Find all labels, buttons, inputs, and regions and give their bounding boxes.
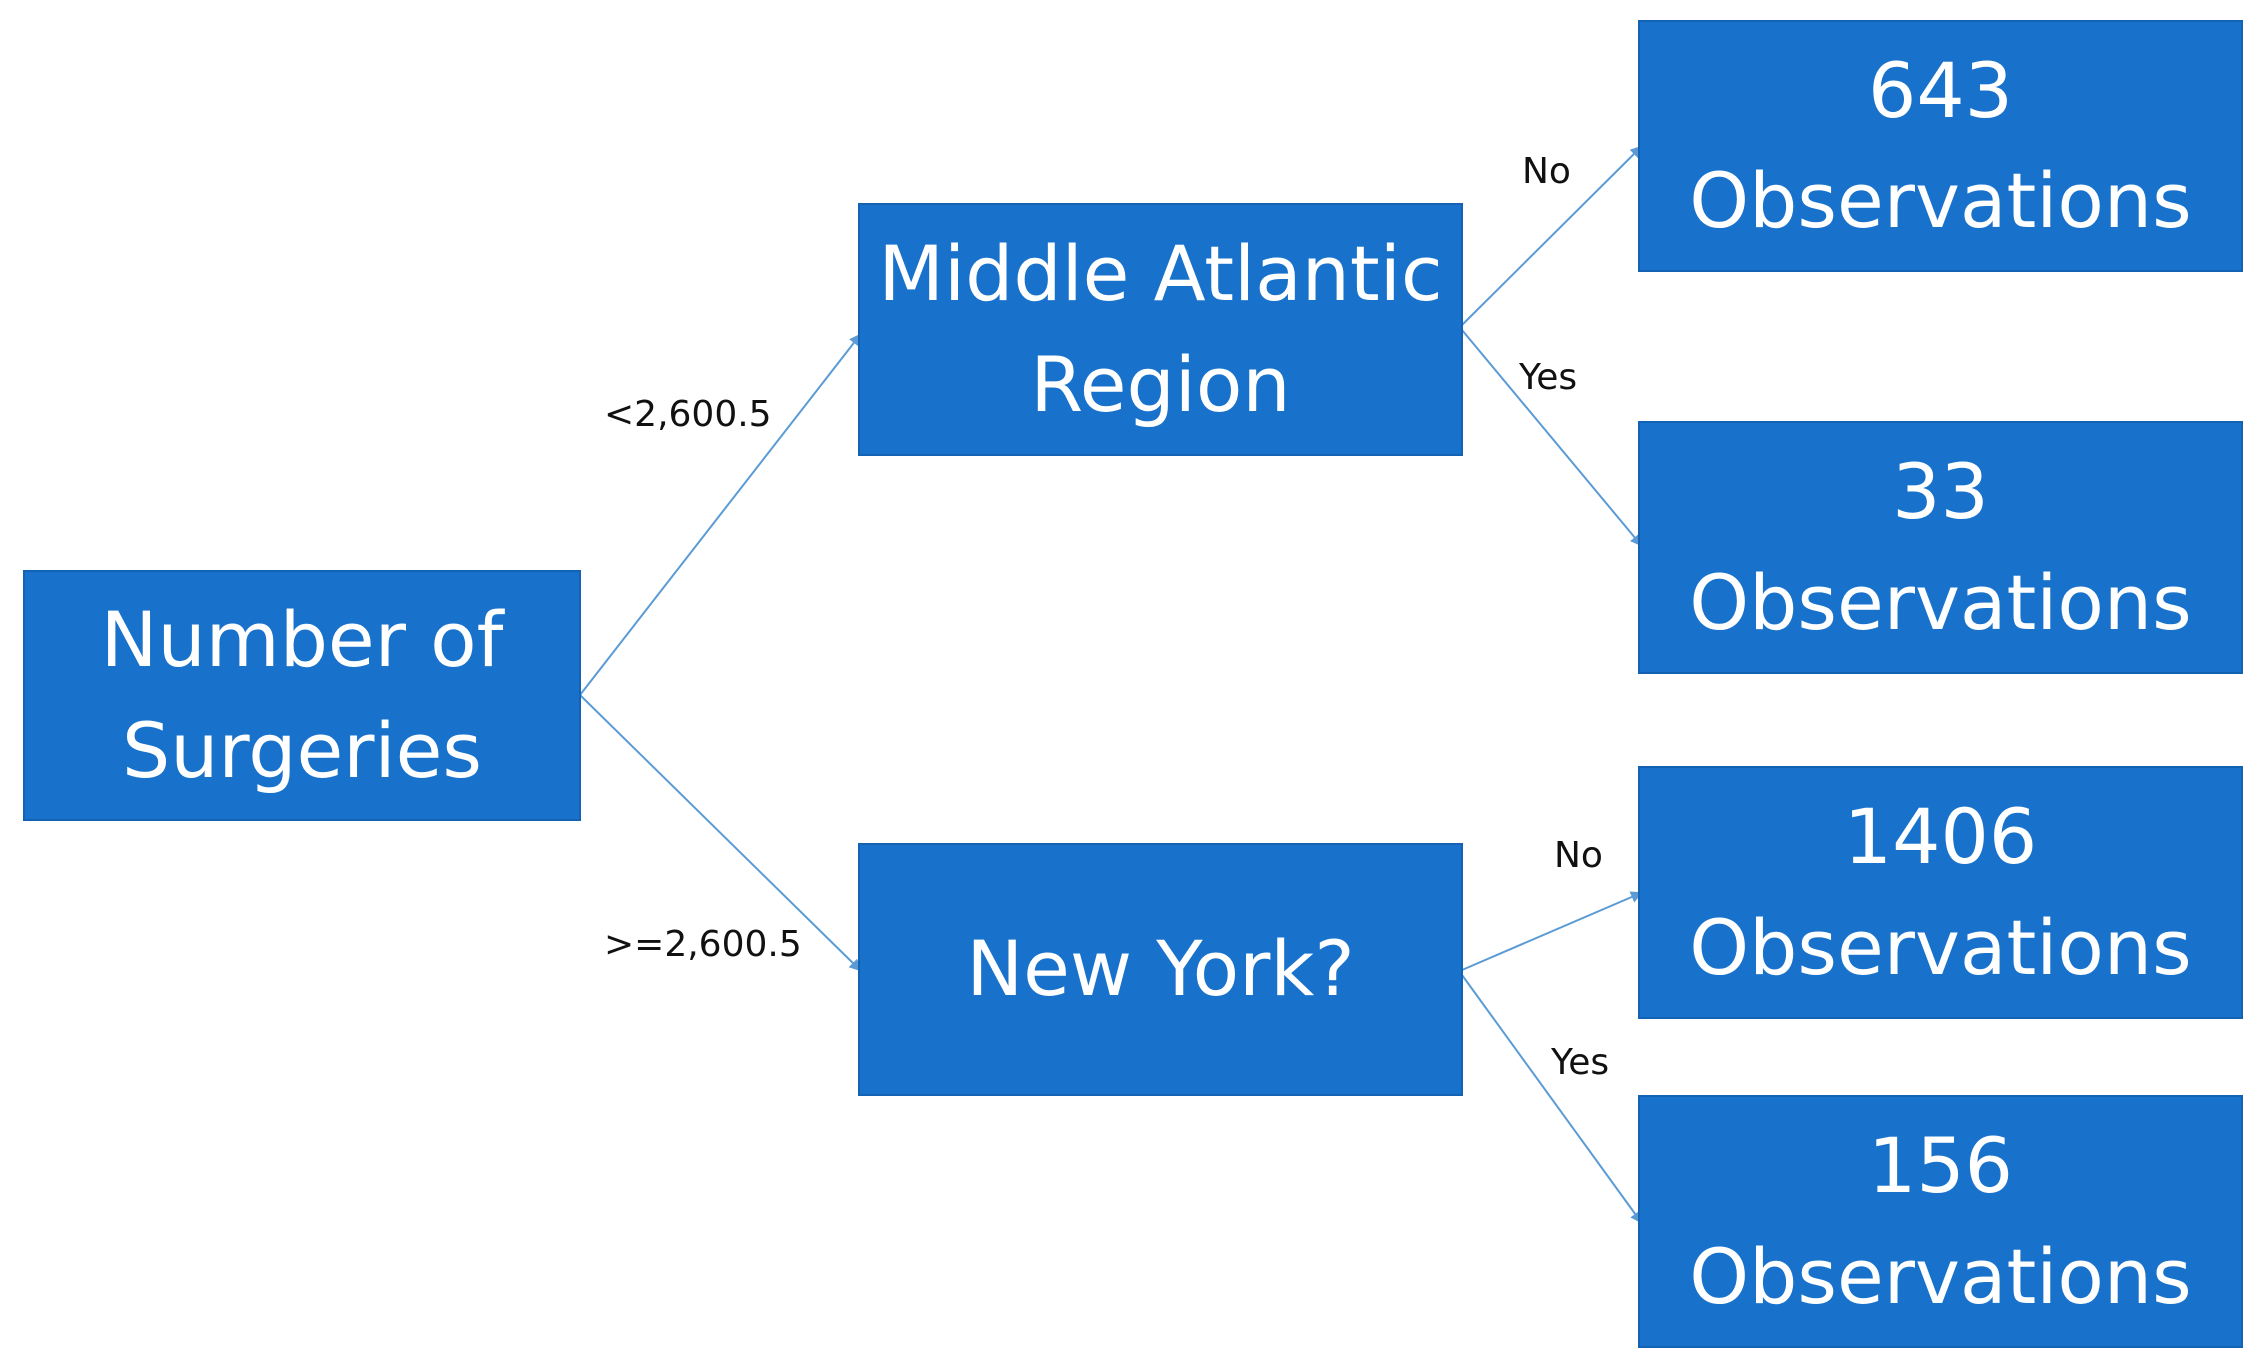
edge-label-new-york-no: No: [1554, 835, 1603, 876]
edge-label-less-than-threshold: <2,600.5: [604, 394, 772, 435]
leaf-33-label: Observations: [1689, 557, 2192, 647]
leaf-node-1406-observations: 1406 Observations: [1638, 766, 2243, 1019]
leaf-node-643-observations: 643 Observations: [1638, 20, 2243, 272]
node-new-york: New York?: [858, 843, 1463, 1096]
leaf-156-count: 156: [1867, 1121, 2014, 1211]
connector-root-to-middle-atlantic: [579, 333, 862, 696]
leaf-643-label: Observations: [1689, 156, 2192, 245]
connector-middle-atlantic-to-643: [1461, 145, 1643, 326]
middle-atlantic-line2: Region: [1030, 339, 1291, 429]
leaf-node-156-observations: 156 Observations: [1638, 1095, 2243, 1348]
leaf-1406-label: Observations: [1689, 902, 2192, 992]
connector-middle-atlantic-to-33: [1461, 329, 1643, 547]
leaf-33-count: 33: [1892, 447, 1989, 537]
root-node-number-of-surgeries: Number of Surgeries: [23, 570, 581, 821]
middle-atlantic-line1: Middle Atlantic: [878, 229, 1443, 319]
edge-label-greater-equal-threshold: >=2,600.5: [604, 924, 802, 965]
edge-label-new-york-yes: Yes: [1551, 1042, 1610, 1083]
leaf-156-label: Observations: [1689, 1231, 2192, 1321]
root-node-line2: Surgeries: [121, 705, 483, 795]
root-node-line1: Number of: [100, 595, 504, 685]
edge-label-middle-atlantic-yes: Yes: [1519, 357, 1578, 398]
leaf-643-count: 643: [1867, 45, 2014, 135]
leaf-1406-count: 1406: [1843, 792, 2038, 882]
leaf-node-33-observations: 33 Observations: [1638, 421, 2243, 674]
node-middle-atlantic-region: Middle Atlantic Region: [858, 203, 1463, 456]
connector-new-york-to-156: [1461, 974, 1643, 1224]
new-york-line1: New York?: [966, 924, 1355, 1014]
connector-root-to-new-york: [579, 694, 862, 972]
edge-label-middle-atlantic-no: No: [1522, 151, 1571, 192]
connector-new-york-to-1406: [1461, 891, 1643, 971]
